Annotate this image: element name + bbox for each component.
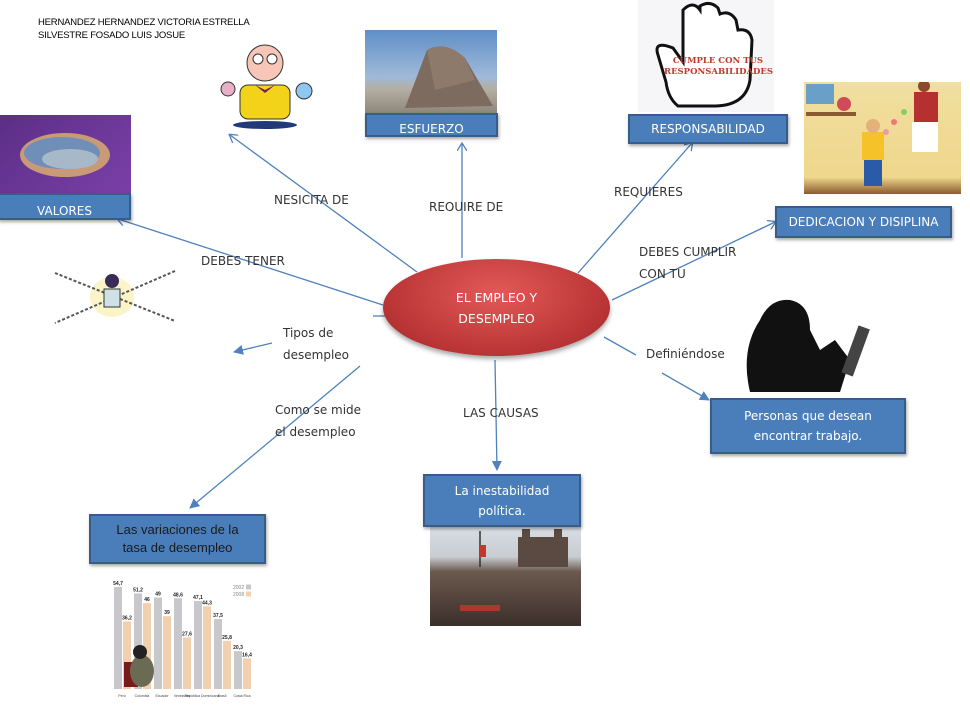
value-label-2002-4: 47,1 xyxy=(193,595,203,601)
value-label-2008-2: 39 xyxy=(164,610,170,616)
category-label-0: Perú xyxy=(118,694,125,698)
node-esfuerzo-label: ESFUERZO xyxy=(399,122,464,136)
node-dedicacion[interactable]: DEDICACION Y DISIPLINA xyxy=(775,206,952,238)
value-label-2008-3: 27,6 xyxy=(182,631,192,637)
label-debes-tener: DEBES TENER xyxy=(201,254,285,268)
connector-requieres xyxy=(577,143,692,274)
central-topic-node[interactable]: EL EMPLEO Y DESEMPLEO xyxy=(383,259,610,356)
node-inestabilidad-line1: La inestabilidad xyxy=(454,483,550,498)
value-label-2008-0: 36,2 xyxy=(122,615,132,621)
connector-debes-tener xyxy=(118,219,384,306)
bar-2002-2 xyxy=(154,597,162,689)
node-valores-label: VALORES xyxy=(37,203,92,218)
chained-person-image xyxy=(50,263,180,331)
node-dedicacion-label: DEDICACION Y DISIPLINA xyxy=(788,215,939,229)
value-label-2002-2: 49 xyxy=(155,592,161,598)
connector-tipos xyxy=(233,342,273,355)
bar-2008-5 xyxy=(223,640,231,689)
value-label-2002-1: 51,2 xyxy=(133,587,143,593)
category-label-4: República Dominicana xyxy=(184,694,219,698)
value-label-2008-6: 16,4 xyxy=(242,652,252,658)
label-requieres: REQUIERES xyxy=(614,185,683,199)
bar-2002-3 xyxy=(174,598,182,689)
value-label-2008-1: 46 xyxy=(144,597,150,603)
node-esfuerzo[interactable]: ESFUERZO xyxy=(365,113,498,137)
scientist-image xyxy=(210,33,320,130)
dedicacion-family-image xyxy=(804,82,961,194)
value-label-2002-6: 20,3 xyxy=(233,645,243,651)
node-responsabilidad[interactable]: RESPONSABILIDAD xyxy=(628,114,788,144)
label-causas: LAS CAUSAS xyxy=(463,406,539,420)
legend-label-2008: 2008 xyxy=(233,592,244,598)
node-responsabilidad-label: RESPONSABILIDAD xyxy=(651,122,765,136)
bar-2002-6 xyxy=(234,651,242,689)
node-inestabilidad-line2: política. xyxy=(478,503,526,518)
node-inestabilidad[interactable]: La inestabilidad política. xyxy=(423,474,581,527)
hand-sign-text: CUMPLE CON TUS RESPONSABILIDADES xyxy=(664,56,774,77)
bar-2002-5 xyxy=(214,619,222,689)
esfuerzo-rock-image xyxy=(365,30,497,115)
label-nesicita: NESICITA DE xyxy=(274,193,349,204)
node-variaciones-line1: Las variaciones de la xyxy=(116,522,239,537)
category-label-3: Venezuela xyxy=(174,694,190,698)
value-label-2002-0: 54,7 xyxy=(113,581,123,587)
bar-2008-2 xyxy=(163,616,171,689)
valores-hands-image xyxy=(0,115,131,193)
node-variaciones[interactable]: Las variaciones de la tasa de desempleo xyxy=(89,514,266,564)
author-2: SILVESTRE FOSADO LUIS JOSUE xyxy=(38,30,185,41)
legend-swatch-2002 xyxy=(246,584,251,590)
node-personas-line2: encontrar trabajo. xyxy=(753,429,863,443)
label-definiendose: Definiéndose xyxy=(646,347,725,361)
label-debes-cumplir: DEBES CUMPLIR CON TU xyxy=(639,245,737,281)
connector-definiendose-a xyxy=(603,336,637,356)
value-label-2002-5: 37,5 xyxy=(213,613,223,619)
category-label-1: Colombia xyxy=(135,694,150,698)
central-topic-line2: DESEMPLEO xyxy=(458,310,535,326)
bar-2008-0 xyxy=(123,621,131,689)
node-variaciones-line2: tasa de desempleo xyxy=(122,540,233,555)
bar-2008-6 xyxy=(243,658,251,689)
category-label-5: Brasil xyxy=(218,694,227,698)
connector-causas xyxy=(491,359,502,471)
bar-2008-3 xyxy=(183,637,191,689)
bar-2002-0 xyxy=(114,586,122,689)
node-valores[interactable]: VALORES xyxy=(0,193,131,220)
legend-swatch-2008 xyxy=(246,591,251,597)
bar-2002-1 xyxy=(134,593,142,689)
zocalo-crowd-image xyxy=(430,527,581,626)
node-personas-line1: Personas que desean xyxy=(744,409,872,423)
connector-definiendose-b xyxy=(661,372,710,401)
woman-silhouette-image xyxy=(740,290,880,392)
category-label-6: Costa Rica xyxy=(233,694,250,698)
node-personas[interactable]: Personas que desean encontrar trabajo. xyxy=(710,398,906,454)
value-label-2008-4: 44,3 xyxy=(202,600,212,606)
value-label-2002-3: 48,6 xyxy=(173,592,183,598)
connector-nesicita xyxy=(230,135,418,273)
legend-label-2002: 2002 xyxy=(233,585,244,591)
author-1: HERNANDEZ HERNANDEZ VICTORIA ESTRELLA xyxy=(38,17,250,28)
label-requiere: REQUIRE DE xyxy=(429,200,504,211)
homeless-person-figure xyxy=(124,645,154,687)
bar-2008-1 xyxy=(143,603,151,689)
bar-2008-4 xyxy=(203,606,211,689)
category-label-2: Ecuador xyxy=(155,694,169,698)
label-como-mide: Como se mide el desempleo xyxy=(275,403,362,439)
authors-block: HERNANDEZ HERNANDEZ VICTORIA ESTRELLA SI… xyxy=(38,16,250,42)
central-topic-line1: EL EMPLEO Y xyxy=(455,289,538,305)
connector-debes-cumplir xyxy=(611,222,775,301)
bar-2002-4 xyxy=(194,601,202,689)
connector-como-mide xyxy=(189,365,361,509)
label-tipos: Tipos de desempleo xyxy=(283,326,349,362)
value-label-2008-5: 25,8 xyxy=(222,635,232,641)
hand-sign-image: CUMPLE CON TUS RESPONSABILIDADES xyxy=(638,0,774,112)
